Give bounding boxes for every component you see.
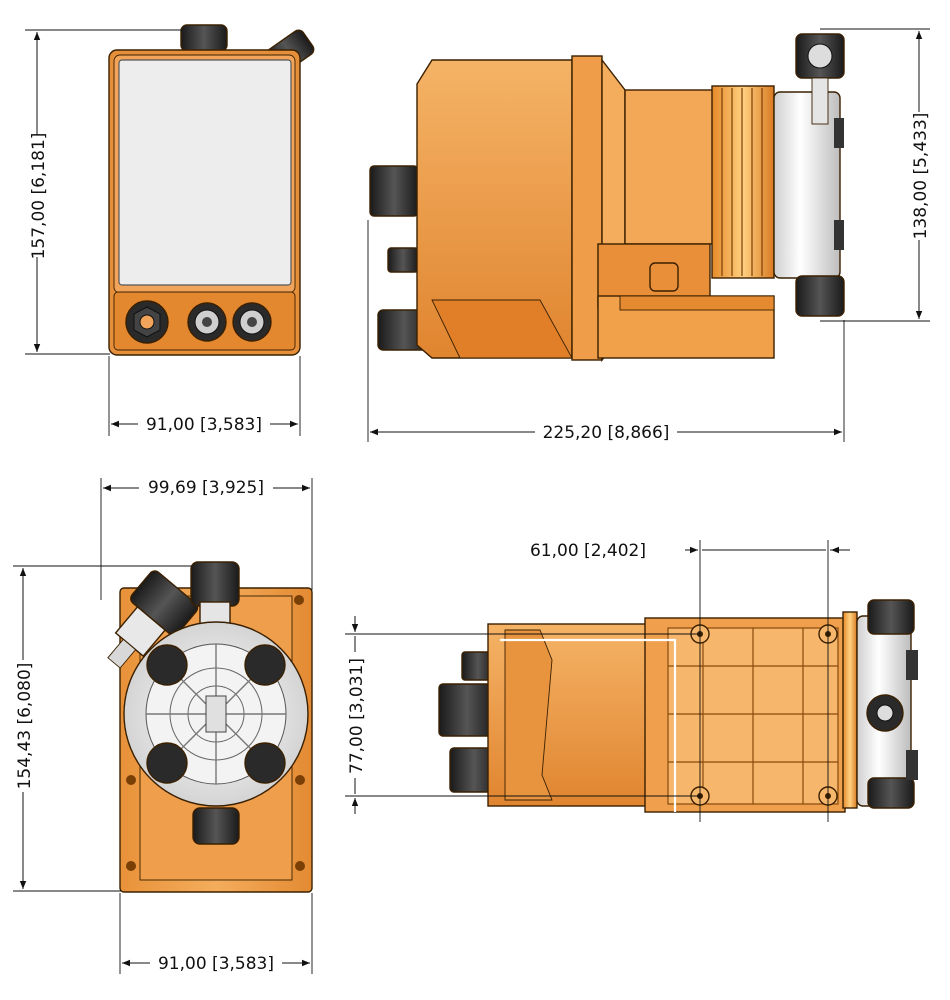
rear-height-label: 154,43 [6,080] <box>15 663 35 790</box>
side-height-label: 138,00 [5,433] <box>911 113 931 240</box>
top-view-knob-icon <box>438 683 496 737</box>
rear-overall-width-label: 99,69 [3,925] <box>148 478 264 498</box>
front-height-label: 157,00 [6,181] <box>29 133 49 260</box>
rear-top-knob-icon <box>190 561 240 607</box>
front-width-label: 91,00 [3,583] <box>146 415 262 435</box>
connector-1-icon <box>187 302 227 342</box>
injection-valve-icon <box>107 570 199 669</box>
connector-2-icon <box>232 302 272 342</box>
pump-head <box>773 91 841 279</box>
front-view: 157,00 [6,181] 91,00 [3,583] <box>25 24 315 436</box>
head-bolt-icon <box>146 644 188 686</box>
rear-bottom-knob-icon <box>192 807 240 845</box>
side-length-label: 225,20 [8,866] <box>543 423 670 443</box>
side-knob-icon <box>369 165 419 217</box>
top-knob-icon <box>180 24 228 52</box>
valve-bottom-icon <box>795 275 845 317</box>
rear-view: 99,69 [3,925] 154,43 [6,080] 91,00 [3,58… <box>13 476 313 974</box>
cooling-fins <box>711 85 775 279</box>
cable-gland-icon <box>125 300 169 344</box>
top-view: 61,00 [2,402] 77,00 [3,031] <box>345 538 918 822</box>
side-view: 225,20 [8,866] 138,00 [5,433] <box>367 28 931 443</box>
rear-base-width-label: 91,00 [3,583] <box>158 954 274 974</box>
hole-spacing-y-label: 77,00 [3,031] <box>347 658 367 774</box>
hole-spacing-x-label: 61,00 [2,402] <box>530 541 646 561</box>
front-panel <box>118 59 292 286</box>
